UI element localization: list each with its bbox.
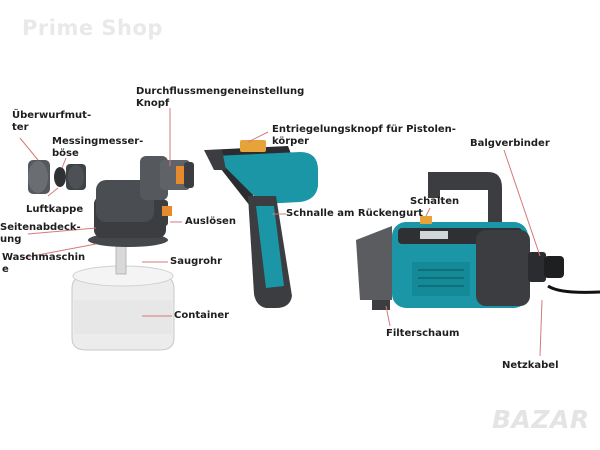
label-ueberwurf: Überwurfmut- ter xyxy=(12,110,92,133)
leader-lines xyxy=(19,108,543,357)
pistol-body-part xyxy=(204,140,318,308)
watermark-bazar: BAZAR xyxy=(492,405,590,434)
label-ausloesen: Auslösen xyxy=(185,216,236,227)
label-netzkabel: Netzkabel xyxy=(502,360,559,371)
label-balgverbinder: Balgverbinder xyxy=(470,138,550,149)
label-entriegelung: Entriegelungsknopf für Pistolen- körper xyxy=(272,124,456,147)
container-part xyxy=(71,265,175,351)
label-schnalle: Schnalle am Rückengurt xyxy=(286,208,423,219)
label-filterschaum: Filterschaum xyxy=(386,328,460,339)
label-container: Container xyxy=(174,310,230,321)
gun-head-part xyxy=(96,156,194,226)
label-schalten: Schalten xyxy=(410,196,460,207)
air-cap-part xyxy=(28,160,86,194)
label-waschmaschine: Waschmaschin e xyxy=(2,252,86,275)
watermark-prime-shop: Prime Shop xyxy=(22,16,163,40)
label-seitenabdeckung: Seitenabdeck- ung xyxy=(0,222,81,245)
label-luftkappe: Luftkappe xyxy=(26,204,84,215)
label-saugrohr: Saugrohr xyxy=(170,256,223,267)
label-durchfluss: Durchflussmengeneinstellung Knopf xyxy=(136,86,305,109)
label-messing: Messingmesser- böse xyxy=(52,136,144,159)
turbine-unit-part xyxy=(356,172,600,310)
